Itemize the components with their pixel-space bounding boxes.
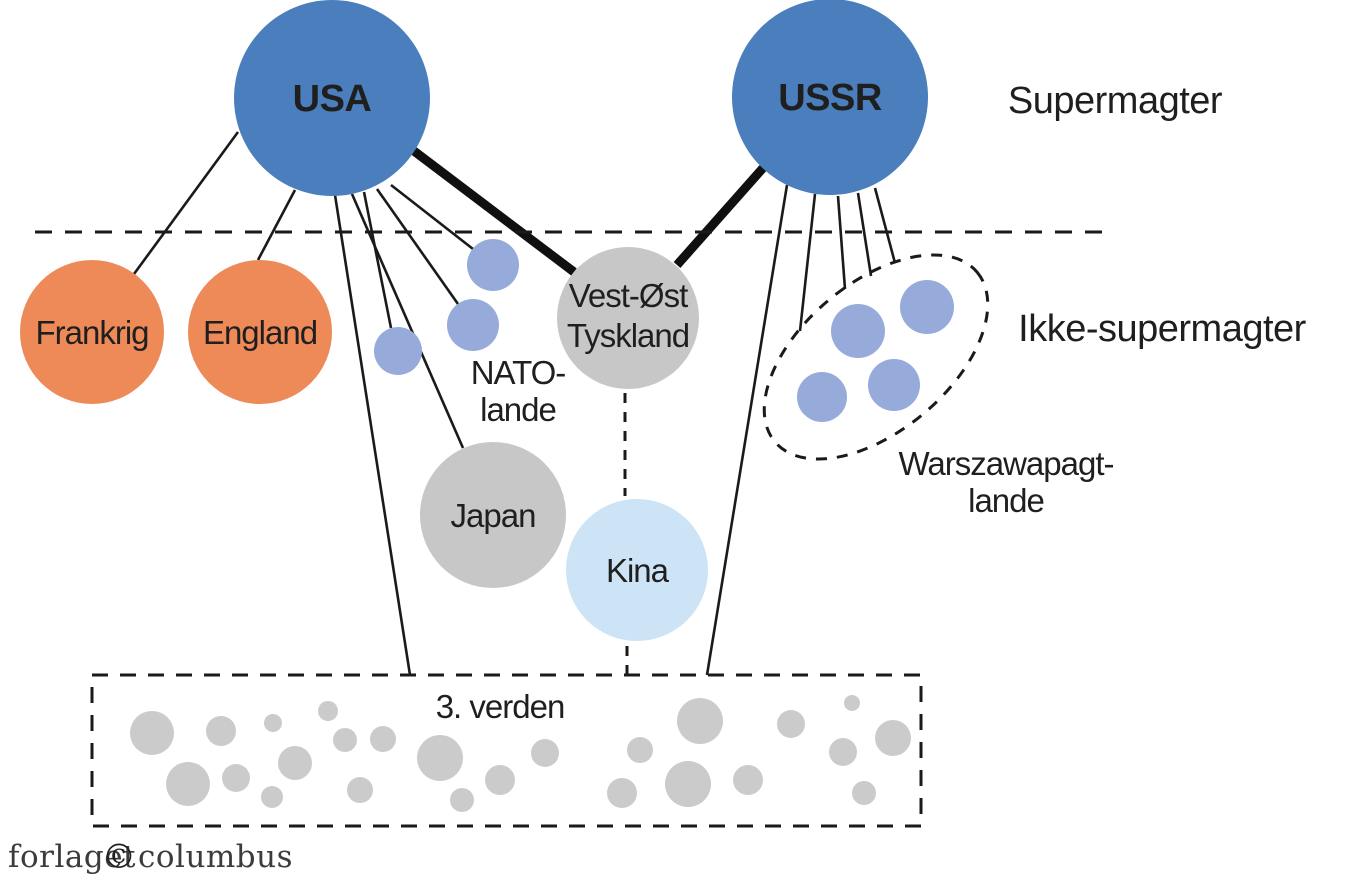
warsaw-pact-dots xyxy=(797,280,954,422)
ussr-warsaw-line-4 xyxy=(873,187,897,264)
usa-node xyxy=(234,0,430,196)
usa-frankrig-line xyxy=(132,131,240,275)
warsaw-country-dot xyxy=(868,359,920,411)
warsaw-country-dot xyxy=(900,280,954,334)
ussr-node xyxy=(732,0,928,195)
third-world-box xyxy=(90,673,923,828)
third-world-dot xyxy=(844,695,860,711)
usa-nato-line-1 xyxy=(362,191,393,329)
vest-ost-label-line2: Tyskland xyxy=(567,317,689,354)
nato-dots xyxy=(374,239,519,375)
frankrig-node xyxy=(20,260,164,404)
third-world-dot xyxy=(607,778,637,808)
nato-country-dot xyxy=(447,299,499,351)
publisher-logo-right-text: columbus xyxy=(138,839,293,875)
third-world-dot xyxy=(333,728,357,752)
third-world-dots xyxy=(130,695,911,812)
nato-country-dot xyxy=(374,327,422,375)
third-world-dot xyxy=(677,698,723,744)
third-world-dot xyxy=(264,714,282,732)
third-world-dot xyxy=(531,739,559,767)
ussr-label: USSR xyxy=(778,77,882,119)
nato-country-dot xyxy=(467,239,519,291)
england-label: England xyxy=(203,314,317,351)
third-world-dot xyxy=(130,711,174,755)
japan-label: Japan xyxy=(451,497,536,534)
third-world-dot xyxy=(417,735,463,781)
third-world-dot xyxy=(485,765,515,795)
copyright-icon: © xyxy=(102,837,136,876)
warsaw-country-dot xyxy=(797,372,847,422)
frankrig-label: Frankrig xyxy=(35,314,148,351)
ussr-germany-thick-line xyxy=(673,165,767,268)
usa-japan-line xyxy=(350,193,465,449)
kina-label: Kina xyxy=(606,552,670,589)
third-world-dot xyxy=(206,716,236,746)
third-world-dot xyxy=(852,781,876,805)
japan-node xyxy=(420,442,566,588)
third-world-dot xyxy=(278,746,312,780)
warsaw-pact-ellipse xyxy=(762,253,990,461)
warsaw-country-dot xyxy=(831,304,885,358)
publisher-logo: forlaget © columbus xyxy=(8,837,293,876)
publisher-logo-left-text: forlaget xyxy=(8,839,136,875)
england-node xyxy=(188,260,332,404)
third-world-dot xyxy=(347,777,373,803)
third-world-dot xyxy=(733,765,763,795)
ussr-thirdworld-line xyxy=(705,184,789,676)
usa-thirdworld-line xyxy=(333,194,412,676)
third-world-dot xyxy=(318,701,338,721)
third-world-dot xyxy=(261,786,283,808)
usa-nato-line-3 xyxy=(390,183,474,251)
third-world-dot xyxy=(829,738,857,766)
kina-node xyxy=(566,499,708,641)
usa-germany-thick-line xyxy=(411,147,577,276)
supermagter-level-label: Supermagter xyxy=(1008,80,1223,122)
nato-lande-label-line2: lande xyxy=(480,391,556,428)
usa-england-line xyxy=(256,189,297,261)
third-world-dot xyxy=(450,788,474,812)
vest-ost-tyskland-node xyxy=(557,247,699,389)
ikke-supermagter-level-label: Ikke-supermagter xyxy=(1018,308,1307,350)
third-world-dot xyxy=(875,720,911,756)
vest-ost-label-line1: Vest-Øst xyxy=(569,277,688,314)
nato-lande-label-line1: NATO- xyxy=(471,354,566,391)
third-world-dot xyxy=(222,764,250,792)
warszawapagt-label-line2: lande xyxy=(968,482,1044,519)
ussr-warsaw-line-2 xyxy=(836,195,847,290)
usa-nato-line-2 xyxy=(375,188,460,305)
usa-label: USA xyxy=(293,78,372,120)
third-world-dot xyxy=(777,710,805,738)
warszawapagt-label-line1: Warszawapagt- xyxy=(898,445,1113,482)
ussr-warsaw-line-1 xyxy=(798,193,817,332)
third-world-dot xyxy=(627,737,653,763)
third-world-dot xyxy=(166,762,210,806)
third-world-dot xyxy=(370,726,396,752)
third-world-label: 3. verden xyxy=(436,688,565,725)
third-world-dot xyxy=(665,761,711,807)
ussr-warsaw-line-3 xyxy=(856,192,873,277)
